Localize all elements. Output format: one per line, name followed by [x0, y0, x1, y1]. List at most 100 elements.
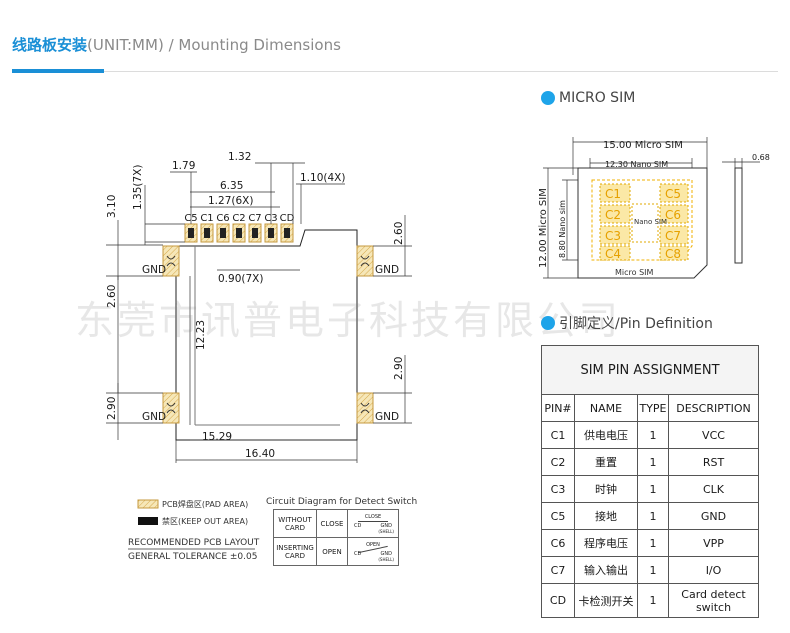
sim-contact-c3: C3: [605, 229, 621, 243]
gnd-labels: GND GND GND GND: [142, 264, 399, 423]
cell-type: 1: [637, 556, 669, 584]
micro-sim-label: Micro SIM: [615, 268, 654, 277]
gnd-pads: [162, 245, 374, 424]
table-row: C3 时钟 1 CLK: [541, 475, 759, 503]
switch-shell: (SHELL): [378, 556, 394, 562]
sim-contact-c1: C1: [605, 187, 621, 201]
cell-desc: VCC: [668, 421, 759, 449]
bullet-dot-icon: [541, 316, 555, 330]
switch-cd: CD: [354, 550, 362, 557]
cell-type: 1: [637, 529, 669, 557]
switch-result: OPEN: [316, 537, 348, 566]
cell-desc: RST: [668, 448, 759, 476]
col-name: NAME: [574, 394, 638, 422]
gnd-pad-bottom-left: [162, 392, 180, 424]
dim-260a: 2.60: [393, 222, 405, 245]
cell-name: 程序电压: [574, 529, 638, 557]
table-row: C1 供电电压 1 VCC: [541, 421, 759, 449]
recommended-layout-label: RECOMMENDED PCB LAYOUT: [128, 538, 260, 548]
cell-name: 卡检测开关: [574, 583, 638, 618]
switch-top-label: CLOSE: [364, 513, 382, 520]
cell-pin: CD: [541, 583, 575, 618]
cell-type: 1: [637, 448, 669, 476]
cell-name: 重置: [574, 448, 638, 476]
gnd-label-bottom-right: GND: [375, 411, 399, 423]
dim-260b: 2.60: [106, 285, 118, 308]
gnd-label-top-right: GND: [375, 264, 399, 276]
switch-state: WITHOUT CARD: [273, 509, 317, 538]
gnd-pad-top-left: [162, 245, 180, 277]
table-row: C6 程序电压 1 VPP: [541, 529, 759, 557]
cell-name: 供电电压: [574, 421, 638, 449]
switch-gnd: GND: [380, 550, 392, 557]
cell-desc: GND: [668, 502, 759, 530]
pin-label-c2: C2: [232, 213, 245, 224]
switch-result: CLOSE: [316, 509, 348, 538]
col-description: DESCRIPTION: [668, 394, 759, 422]
tolerance-label: GENERAL TOLERANCE ±0.05: [128, 552, 258, 562]
cell-pin: C6: [541, 529, 575, 557]
table-row: C7 输入输出 1 I/O: [541, 556, 759, 584]
cell-pin: C3: [541, 475, 575, 503]
switch-diagram-table: WITHOUT CARD CLOSE CLOSE CD GND (SHELL) …: [273, 509, 399, 566]
cell-pin: C2: [541, 448, 575, 476]
micro-sim-heading: MICRO SIM: [541, 90, 635, 106]
micro-sim-height: 12.00 Micro SIM: [538, 188, 549, 268]
dim-310: 3.10: [106, 195, 118, 218]
dim-110: 1.10(4X): [300, 172, 345, 184]
bullet-dot-icon: [541, 91, 555, 105]
nano-sim-label: Nano SIM: [634, 218, 667, 226]
switch-top-label: OPEN: [366, 541, 380, 548]
gnd-pad-bottom-right: [356, 392, 374, 424]
pin-labels: C5 C1 C6 C2 C7 C3 CD: [184, 213, 294, 224]
header-title-cn: 线路板安装: [12, 36, 88, 54]
keepout-area-label: 禁区(KEEP OUT AREA): [162, 517, 249, 526]
cell-pin: C5: [541, 502, 575, 530]
cell-pin: C1: [541, 421, 575, 449]
cell-desc: Card detect switch: [668, 583, 759, 618]
col-type: TYPE: [637, 394, 669, 422]
micro-sim-drawing: C1 C5 C2 C6 C3 C7 C4 C8 Nano SIM Micro S…: [538, 137, 770, 279]
company-watermark: 东莞市讯普电子科技有限公司: [75, 299, 622, 344]
switch-diagram-title: Circuit Diagram for Detect Switch: [266, 497, 418, 507]
dim-090: 0.90(7X): [218, 273, 263, 285]
header-accent-bar: [12, 69, 104, 73]
cell-desc: VPP: [668, 529, 759, 557]
switch-state: INSERTING CARD: [273, 537, 317, 566]
cell-type: 1: [637, 502, 669, 530]
pad-area-swatch: [137, 499, 159, 509]
dim-635: 6.35: [220, 180, 243, 192]
cell-desc: CLK: [668, 475, 759, 503]
pin-label-c7: C7: [248, 213, 261, 224]
micro-sim-width: 15.00 Micro SIM: [603, 140, 683, 151]
sim-thickness: 0.68: [752, 153, 770, 162]
sim-contact-c5: C5: [665, 187, 681, 201]
cell-type: 1: [637, 583, 669, 618]
dim-1529: 15.29: [202, 431, 232, 443]
gnd-label-top-left: GND: [142, 264, 166, 276]
header-title-en: (UNIT:MM) / Mounting Dimensions: [87, 36, 341, 54]
cell-type: 1: [637, 475, 669, 503]
dimension-texts: 1.79 1.32 6.35 1.27(6X) 1.10(4X) 0.90(7X…: [106, 151, 405, 460]
cell-type: 1: [637, 421, 669, 449]
nano-sim-height: 8.80 Nano sim: [558, 200, 567, 258]
dim-290b: 2.90: [393, 357, 405, 380]
dim-127: 1.27(6X): [208, 195, 253, 207]
cell-name: 输入输出: [574, 556, 638, 584]
dim-132: 1.32: [228, 151, 251, 163]
dim-1640: 16.40: [245, 448, 275, 460]
sim-contact-c2: C2: [605, 208, 621, 222]
cell-name: 时钟: [574, 475, 638, 503]
switch-symbol-open: OPEN CD GND (SHELL): [347, 537, 399, 566]
table-title: SIM PIN ASSIGNMENT: [541, 345, 759, 395]
gnd-pad-top-right: [356, 245, 374, 277]
switch-shell: (SHELL): [378, 528, 394, 534]
table-row: CD 卡检测开关 1 Card detect switch: [541, 583, 759, 618]
nano-sim-width: 12.30 Nano SIM: [605, 160, 668, 169]
pin-label-c1: C1: [200, 213, 213, 224]
page-header: 线路板安装(UNIT:MM) / Mounting Dimensions: [12, 34, 341, 55]
pad-area-label: PCB焊盘区(PAD AREA): [162, 500, 249, 509]
switch-symbol-closed: CLOSE CD GND (SHELL): [347, 509, 399, 538]
gnd-label-bottom-left: GND: [142, 411, 166, 423]
